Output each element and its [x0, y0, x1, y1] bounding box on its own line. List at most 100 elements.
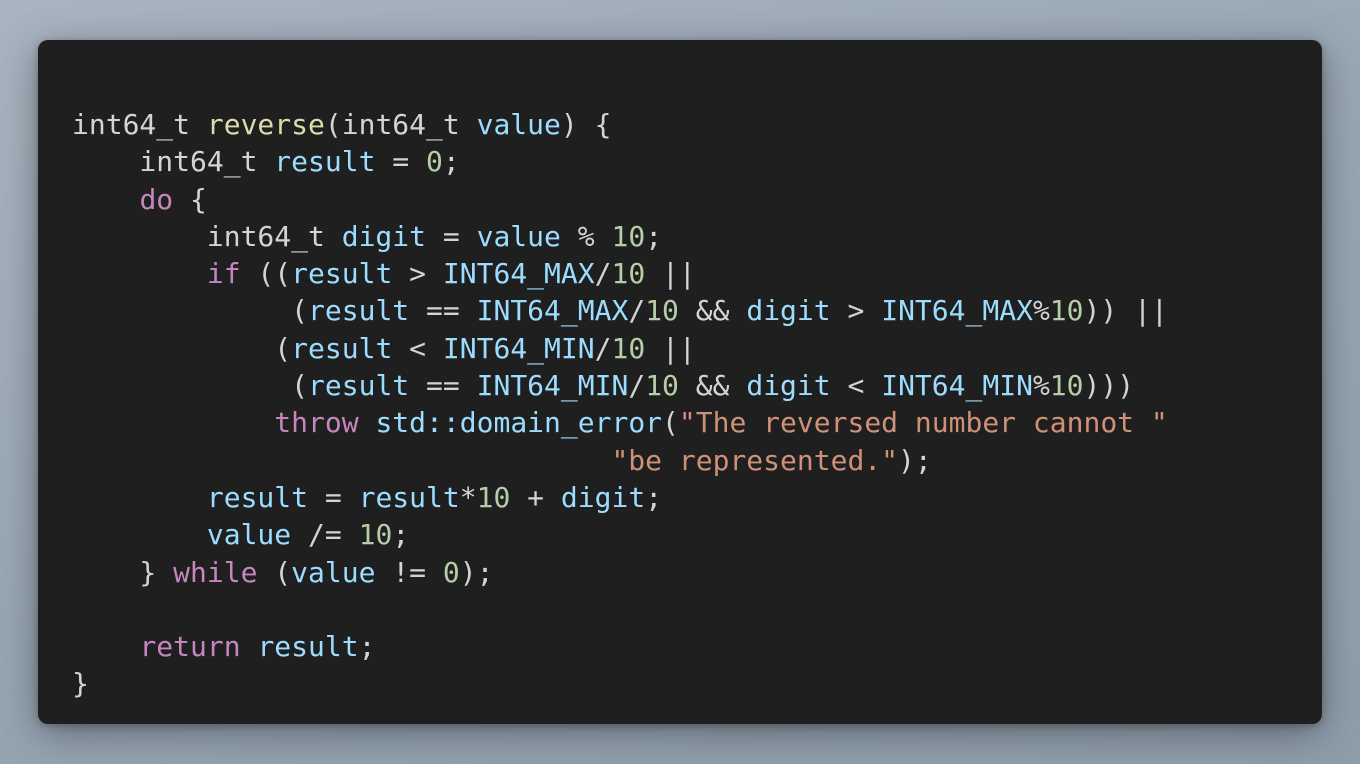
code-token-plain: [359, 406, 376, 439]
code-token-plain: ==: [409, 294, 477, 328]
code-token-plain: %: [1032, 294, 1050, 328]
code-line: int64_t digit = value % 10;: [72, 218, 1322, 255]
code-token-plain: (: [72, 331, 292, 365]
code-token-kw: while: [173, 555, 258, 589]
code-block: int64_t reverse(int64_t value) { int64_t…: [72, 106, 1322, 703]
code-token-plain: >: [392, 257, 443, 291]
code-token-plain: int64_t: [72, 145, 275, 179]
code-token-plain: (: [257, 555, 292, 589]
code-token-plain: /: [628, 369, 646, 403]
code-token-num: 10: [476, 480, 511, 514]
code-token-plain: (: [662, 406, 679, 440]
code-token-plain: );: [898, 443, 932, 477]
code-token-num: 10: [645, 294, 679, 328]
code-token-plain: =: [426, 219, 477, 253]
code-token-plain: ) {: [560, 108, 612, 141]
code-token-plain: int64_t: [72, 219, 342, 253]
code-token-var: value: [206, 518, 292, 552]
code-token-plain: ||: [645, 257, 696, 291]
code-token-plain: [241, 630, 258, 663]
code-token-str: "The reversed number cannot ": [678, 406, 1168, 440]
code-line: (result == INT64_MAX/10 && digit > INT64…: [72, 292, 1322, 329]
code-token-plain: &&: [678, 369, 747, 403]
code-token-num: 10: [611, 219, 646, 253]
code-line: result = result*10 + digit;: [72, 479, 1322, 516]
code-line: [72, 591, 1322, 628]
code-token-plain: {: [173, 182, 207, 216]
code-token-var: result: [274, 145, 376, 179]
code-token-plain: /=: [291, 518, 359, 552]
code-token-plain: ==: [409, 369, 477, 403]
code-token-plain: <: [392, 331, 443, 365]
code-token-plain: ))): [1083, 369, 1135, 403]
code-token-var: value: [291, 555, 376, 589]
code-token-plain: }: [72, 667, 89, 701]
code-token-kw: if: [206, 257, 241, 291]
code-line: if ((result > INT64_MAX/10 ||: [72, 255, 1322, 292]
code-token-plain: [72, 630, 139, 663]
code-token-plain: int64_t: [72, 108, 207, 141]
code-token-plain: %: [1032, 369, 1050, 403]
code-token-var: digit: [746, 369, 831, 403]
code-token-plain: ;: [645, 480, 663, 514]
code-token-fn: reverse: [206, 108, 325, 141]
code-token-kw: throw: [274, 406, 359, 440]
code-token-plain: ;: [358, 630, 376, 664]
code-token-plain: }: [72, 555, 174, 589]
code-token-plain: ;: [392, 518, 410, 552]
code-window: int64_t reverse(int64_t value) { int64_t…: [38, 40, 1322, 724]
code-token-num: 10: [358, 518, 393, 552]
code-token-var: digit: [746, 294, 831, 328]
code-token-plain: ;: [442, 145, 460, 179]
code-line: int64_t reverse(int64_t value) {: [72, 106, 1322, 143]
code-token-plain: =: [375, 145, 427, 179]
code-token-plain: (int64_t: [324, 108, 477, 141]
code-token-var: result: [291, 257, 393, 291]
code-token-var: INT64_MAX: [442, 257, 595, 291]
code-token-plain: *: [459, 480, 477, 514]
code-token-var: digit: [341, 219, 427, 253]
code-token-kw: do: [139, 182, 174, 216]
code-token-plain: <: [830, 369, 882, 403]
code-token-var: INT64_MAX: [881, 294, 1033, 328]
code-token-plain: (: [72, 294, 309, 328]
code-token-plain: >: [830, 294, 882, 328]
code-token-plain: &&: [678, 294, 747, 328]
code-token-plain: ((: [240, 257, 292, 291]
code-token-plain: [72, 406, 274, 439]
code-line: }: [72, 665, 1322, 702]
code-line: do {: [72, 181, 1322, 218]
code-token-num: 10: [611, 257, 646, 291]
code-token-var: digit: [560, 480, 646, 514]
code-token-var: result: [308, 294, 410, 328]
code-token-var: result: [358, 480, 460, 514]
code-token-var: result: [257, 630, 359, 664]
code-token-num: 0: [442, 555, 460, 589]
code-token-num: 10: [1049, 294, 1084, 328]
code-token-var: value: [476, 219, 561, 253]
code-line: "be represented.");: [72, 442, 1322, 479]
code-token-plain: ||: [645, 331, 696, 365]
code-token-num: 10: [611, 331, 646, 365]
code-token-plain: %: [560, 219, 612, 253]
code-token-kw: return: [139, 630, 241, 664]
code-token-plain: /: [594, 257, 612, 291]
code-token-plain: [72, 444, 611, 477]
code-token-var: INT64_MIN: [442, 331, 595, 365]
code-token-plain: [72, 481, 207, 514]
code-token-var: INT64_MAX: [476, 294, 629, 328]
code-token-var: value: [476, 108, 561, 141]
code-token-plain: [72, 518, 207, 551]
code-line: return result;: [72, 628, 1322, 665]
code-line: int64_t result = 0;: [72, 143, 1322, 180]
code-token-num: 10: [1049, 369, 1084, 403]
code-token-plain: /: [628, 294, 646, 328]
code-token-var: result: [308, 369, 410, 403]
code-line: value /= 10;: [72, 516, 1322, 553]
code-token-plain: =: [308, 480, 359, 514]
code-token-plain: )) ||: [1083, 294, 1168, 328]
code-token-var: INT64_MIN: [881, 369, 1033, 403]
code-token-plain: +: [510, 480, 561, 514]
code-token-plain: ;: [645, 219, 663, 253]
code-token-var: result: [206, 480, 309, 514]
